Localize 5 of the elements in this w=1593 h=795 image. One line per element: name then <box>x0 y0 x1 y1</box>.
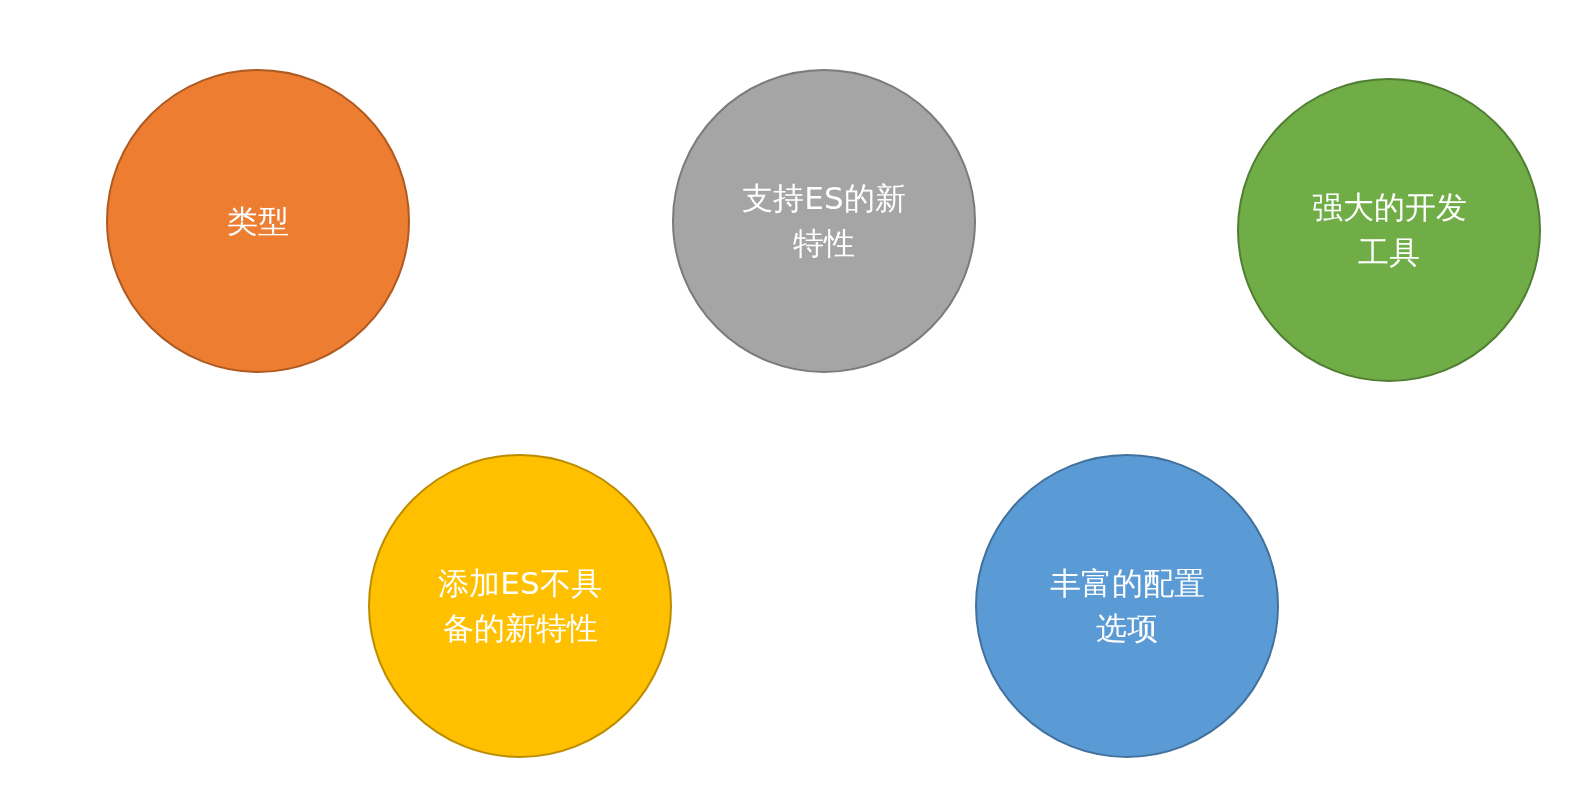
circle-label: 强大的开发工具 <box>1310 188 1468 272</box>
circle-label: 添加ES不具备的新特性 <box>437 564 603 648</box>
circle-label: 支持ES的新特性 <box>741 179 907 263</box>
circle-label: 丰富的配置选项 <box>1048 564 1206 648</box>
circle-label: 类型 <box>227 201 289 241</box>
